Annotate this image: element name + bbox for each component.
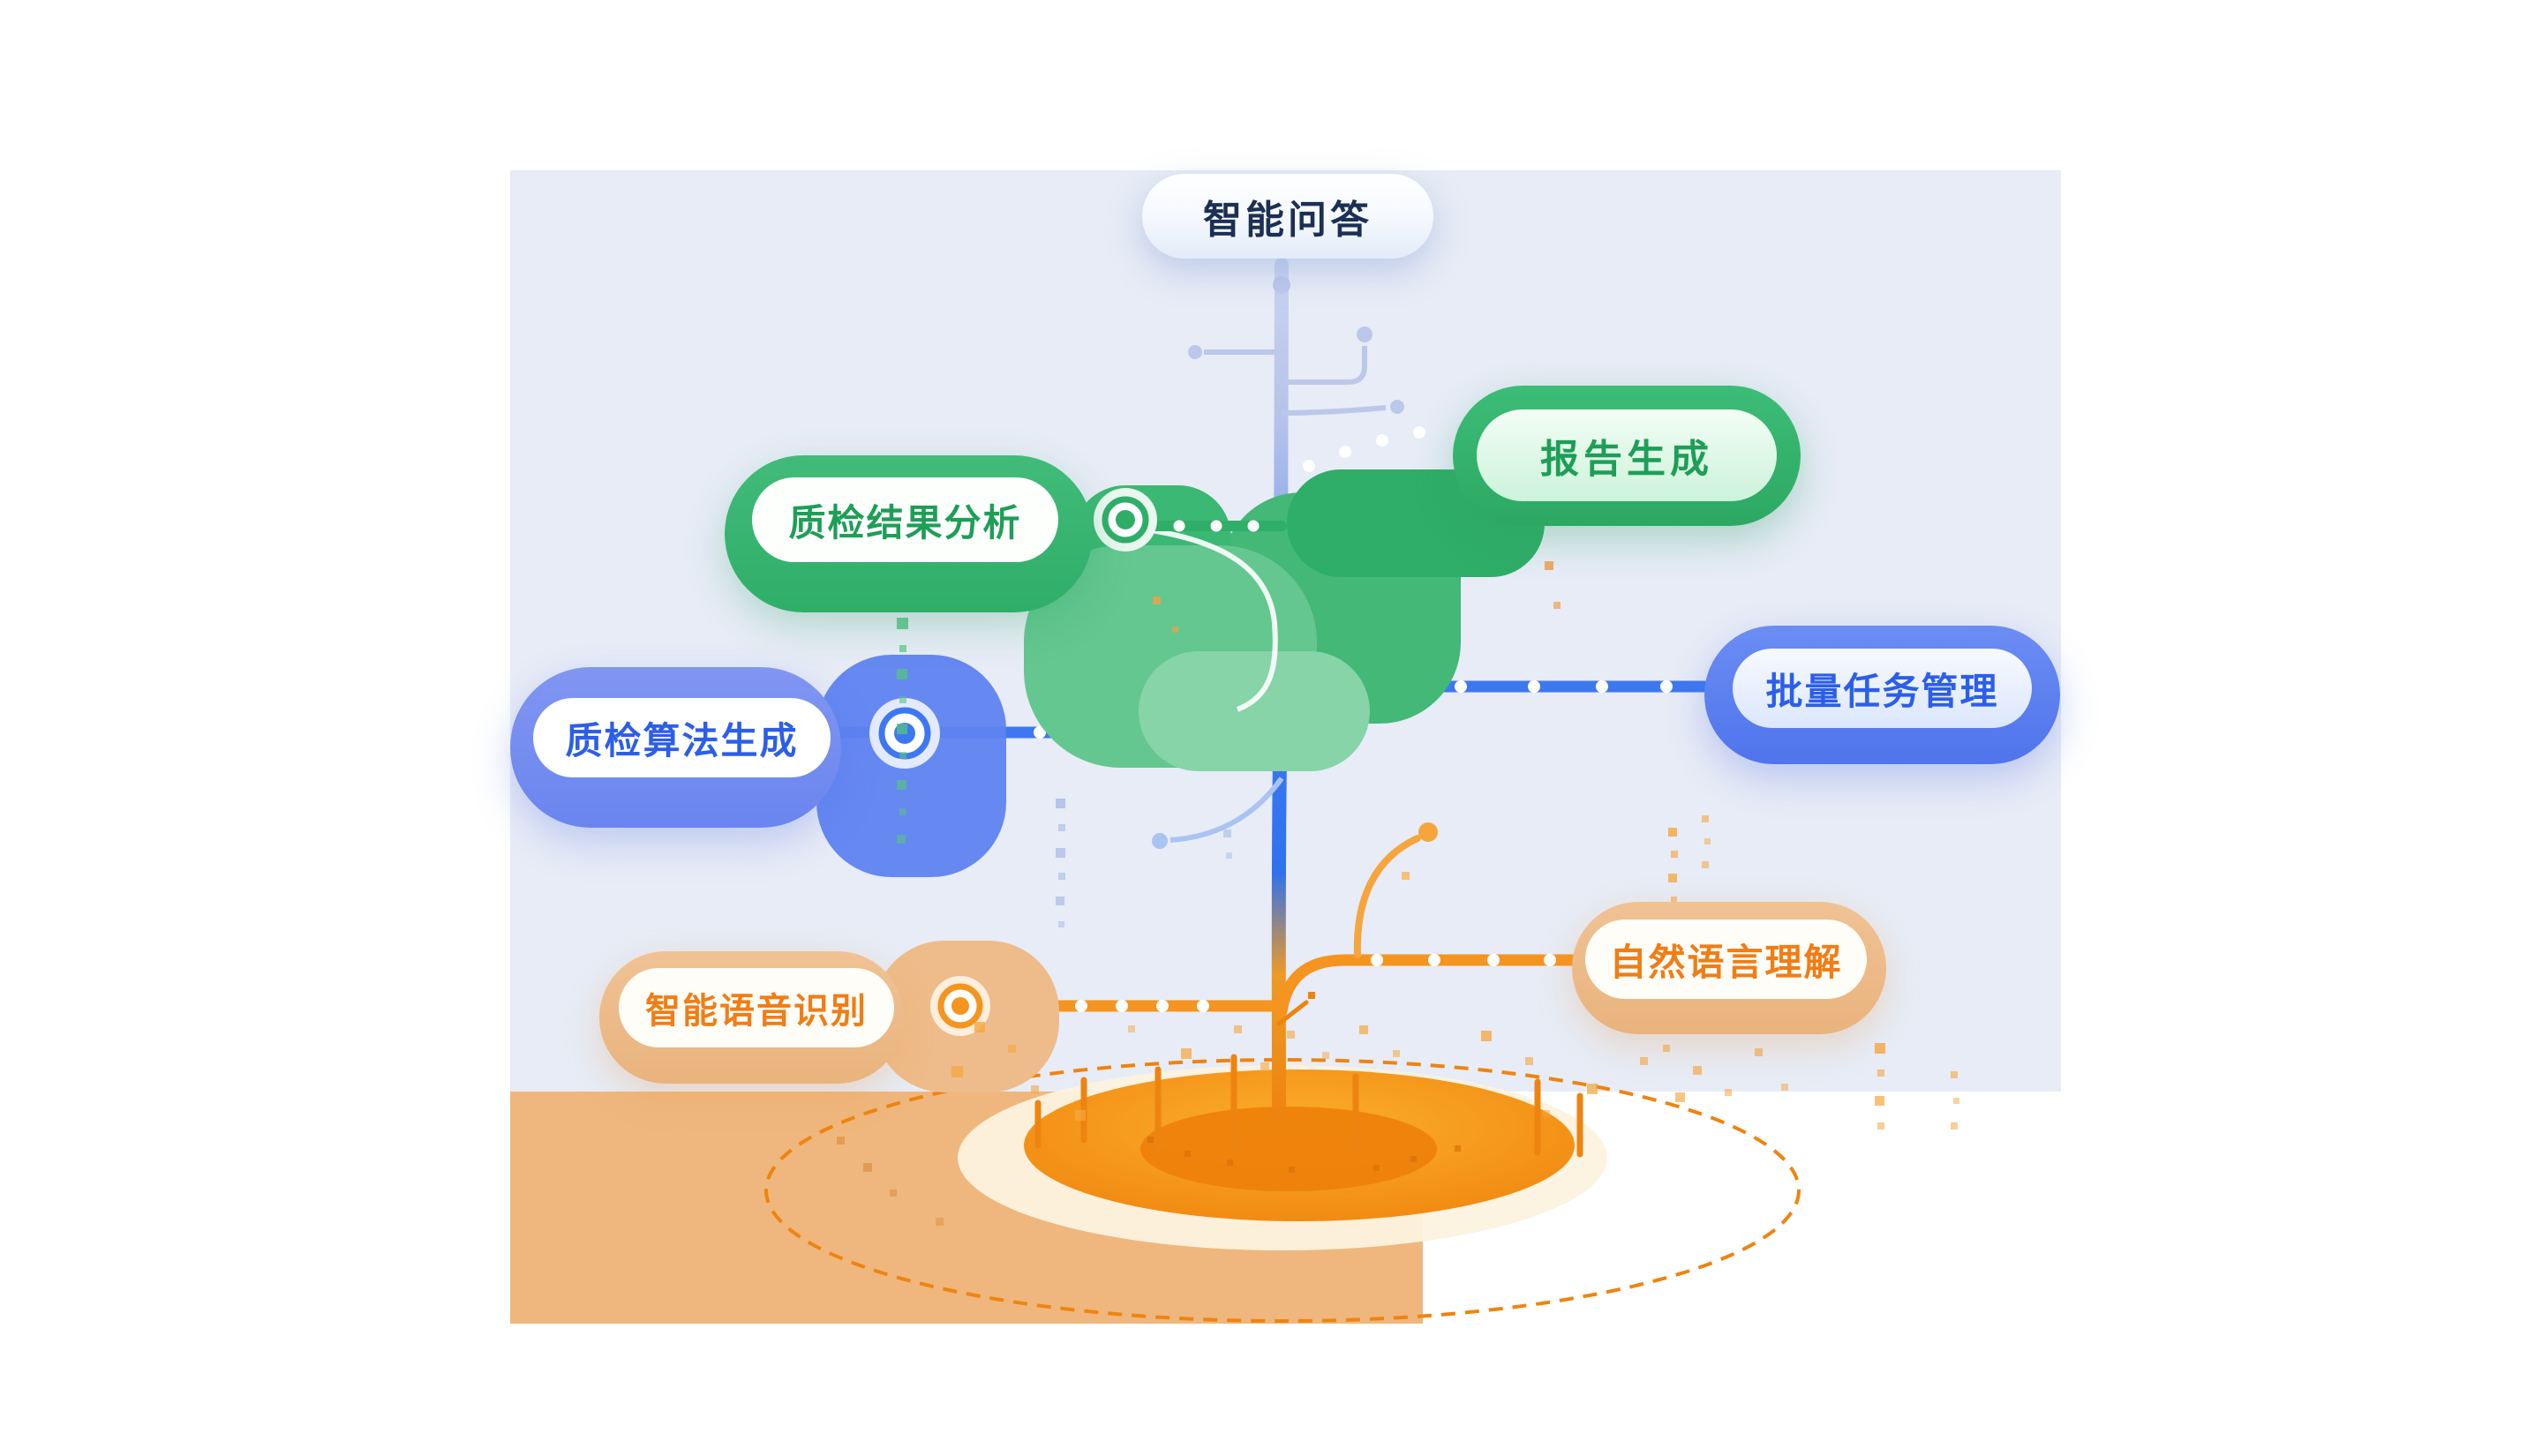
confetti [837,561,1959,1226]
green-branch-left [1133,520,1287,532]
node-natural-language-understanding-label: 自然语言理解 [1609,940,1843,984]
node-batch-task-management-label: 批量任务管理 [1765,669,1999,713]
node-qc-result-analysis-label: 质检结果分析 [788,500,1022,544]
node-report-generation-label: 报告生成 [1540,437,1713,482]
branch-node-green [1094,488,1157,552]
node-qc-result-analysis: 质检结果分析 [725,455,1093,612]
node-batch-task-management: 批量任务管理 [1704,626,2060,764]
node-intelligent-qa-label: 智能问答 [1203,198,1373,243]
node-report-generation-inner: 报告生成 [1477,409,1777,501]
branch-node-orange [930,976,990,1036]
node-speech-recognition: 智能语音识别 [599,951,904,1084]
node-natural-language-understanding-inner: 自然语言理解 [1585,919,1867,999]
node-qc-algorithm-generation-inner: 质检算法生成 [533,698,831,777]
node-batch-task-management-inner: 批量任务管理 [1733,649,2032,728]
node-qc-algorithm-generation: 质检算法生成 [510,667,841,828]
node-qc-algorithm-generation-label: 质检算法生成 [565,718,799,762]
node-natural-language-understanding: 自然语言理解 [1572,902,1886,1034]
qa-circuit [1188,276,1404,416]
node-report-generation: 报告生成 [1453,386,1801,526]
node-speech-recognition-label: 智能语音识别 [645,991,868,1032]
orange-branch-right [1275,822,1586,1017]
node-qc-result-analysis-inner: 质检结果分析 [752,477,1058,562]
base-platform [958,1065,1607,1250]
node-speech-recognition-inner: 智能语音识别 [619,968,894,1047]
node-intelligent-qa: 智能问答 [1142,174,1433,259]
foliage [1024,426,1545,771]
root-orbit-ring [764,1058,1801,1323]
